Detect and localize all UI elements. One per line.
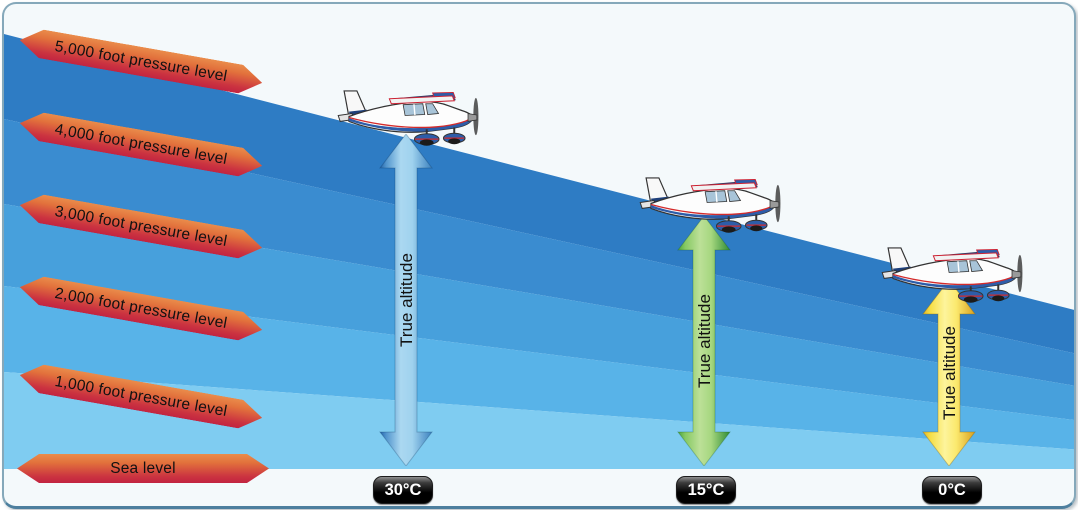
temperature-badge-0c: 0°C: [922, 476, 982, 504]
pressure-bands-graphic: [4, 34, 1074, 469]
band-1000-sea: [4, 372, 1074, 469]
true-altitude-label: True altitude: [695, 294, 714, 388]
airplane-icon: [336, 87, 484, 146]
airplane-icon: [880, 244, 1028, 303]
banner-sea-level: Sea level: [17, 454, 269, 483]
temperature-badge-15c: 15°C: [676, 476, 736, 504]
banner-label: Sea level: [110, 459, 176, 477]
airplane-icon: [638, 174, 786, 233]
true-altitude-arrow-blue: True altitude: [378, 134, 434, 466]
temperature-badge-30c: 30°C: [373, 476, 433, 504]
true-altitude-arrow-yellow: True altitude: [921, 280, 977, 466]
true-altitude-arrow-green: True altitude: [676, 216, 732, 466]
band-5000-4000: [4, 34, 1074, 354]
band-4000-3000: [4, 119, 1074, 386]
true-altitude-label: True altitude: [940, 326, 959, 420]
band-3000-2000: [4, 204, 1074, 420]
true-altitude-label: True altitude: [397, 253, 416, 347]
band-2000-1000: [4, 286, 1074, 450]
